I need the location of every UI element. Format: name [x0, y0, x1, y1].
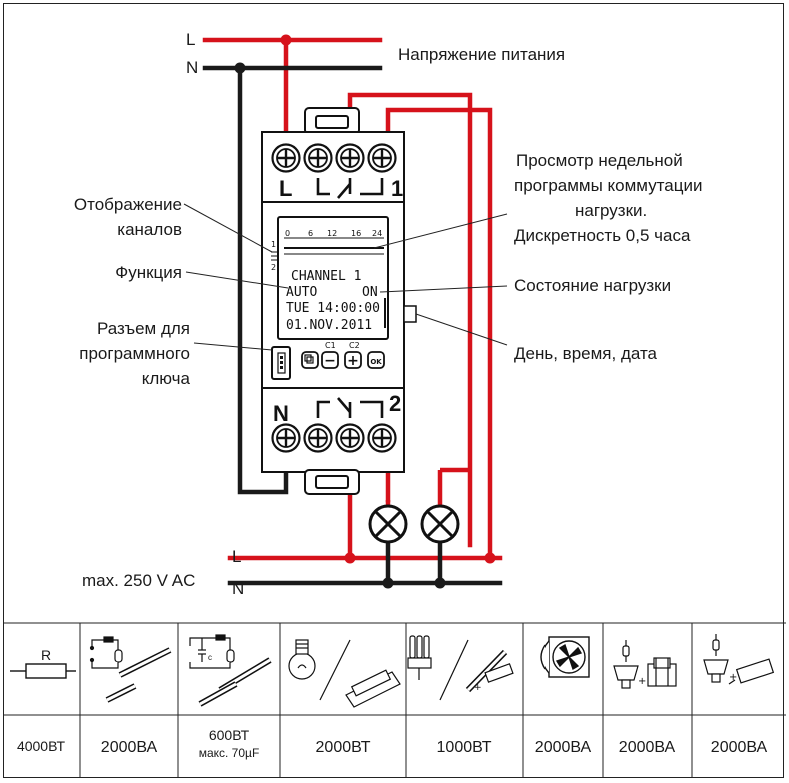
- screw-terminal-icon: [335, 143, 365, 173]
- screw-terminal-icon: [367, 143, 397, 173]
- button-c1-label: C1: [325, 341, 336, 350]
- line-n-label: N: [186, 58, 198, 77]
- side-tab: [403, 305, 417, 323]
- callout-key-socket-line2: программного: [79, 344, 190, 363]
- resistor-icon: [10, 663, 76, 679]
- relay-contact-2-icon: [316, 397, 384, 418]
- load-table: [3, 622, 786, 778]
- scale-tick-24: 24: [372, 229, 382, 238]
- terminal-label-2: 2: [389, 391, 401, 416]
- lamp-icon: [420, 504, 460, 544]
- rating-fan: 2000ВА: [535, 739, 592, 756]
- callout-day-time-date: День, время, дата: [514, 344, 658, 363]
- live-wire-sections: [385, 467, 470, 506]
- screw-terminal-icon: [271, 143, 301, 173]
- diagram-frame: [3, 3, 784, 778]
- screw-terminal-icon: [271, 423, 301, 453]
- rating-capacitance-note: макс. 70µF: [199, 746, 260, 760]
- ok-button-label: OK: [370, 358, 382, 366]
- halogen-electronic-transformer-icon: +: [703, 634, 775, 685]
- screw-terminal-icon: [335, 423, 365, 453]
- lcd-channel-line: CHANNEL 1: [291, 269, 361, 284]
- screw-terminal-icon: [303, 423, 333, 453]
- terminal-label-1: 1: [391, 176, 403, 201]
- junction-dots: [234, 34, 496, 589]
- compact-fluorescent-icon: +: [407, 635, 514, 701]
- minus-button[interactable]: −: [321, 351, 339, 369]
- relay-contact-1-icon: [316, 178, 384, 199]
- callout-channels-line1: Отображение: [74, 195, 182, 214]
- halogen-transformer-icon: +: [613, 640, 677, 689]
- button-c2-label: C2: [349, 341, 360, 350]
- line-l-label: L: [186, 30, 195, 49]
- plus-button-label: +: [347, 353, 359, 369]
- channel-mark-2: 2: [271, 263, 276, 272]
- rating-halogen-electronic: 2000ВА: [711, 739, 768, 756]
- rating-fluorescent: 2000ВА: [101, 739, 158, 756]
- callout-week-line4: Дискретность 0,5 часа: [514, 226, 691, 245]
- rating-compact-fluorescent: 1000ВТ: [437, 739, 492, 756]
- scale-tick-12: 12: [327, 229, 337, 238]
- fan-motor-icon: [540, 636, 590, 678]
- lcd-mode-text: AUTO: [286, 285, 317, 300]
- callout-key-socket-line1: Разъем для: [97, 319, 190, 338]
- incandescent-halogen-icon: [288, 639, 401, 708]
- svg-text:+: +: [638, 676, 646, 687]
- minus-button-label: −: [324, 353, 336, 369]
- ok-button[interactable]: OK: [367, 351, 385, 369]
- lcd-scale: 0 6 12 16 24: [284, 229, 384, 255]
- svg-text:+: +: [729, 672, 737, 683]
- menu-button[interactable]: [301, 351, 319, 369]
- callout-week-line3: нагрузки.: [575, 201, 647, 220]
- lcd-date-line: 01.NOV.2011: [286, 318, 372, 333]
- capacitor-label: c: [208, 653, 212, 662]
- supply-voltage-label: Напряжение питания: [398, 45, 565, 64]
- plus-button[interactable]: +: [344, 351, 362, 369]
- callout-function: Функция: [115, 263, 182, 282]
- scale-tick-6: 6: [308, 229, 313, 238]
- rating-compensated: 600ВТ: [209, 727, 250, 743]
- scale-tick-0: 0: [285, 229, 290, 238]
- lcd-load-state: ON: [362, 285, 378, 300]
- rating-resistive: 4000ВТ: [17, 738, 66, 754]
- callout-key-socket-line3: ключа: [142, 369, 191, 388]
- terminal-label-l: L: [279, 176, 292, 201]
- terminal-label-n: N: [273, 401, 289, 426]
- rating-incandescent: 2000ВТ: [316, 739, 371, 756]
- channel-marks: 1 2: [271, 240, 278, 272]
- rating-halogen-transformer: 2000ВА: [619, 739, 676, 756]
- screw-terminal-icon: [367, 423, 397, 453]
- scale-tick-16: 16: [351, 229, 361, 238]
- svg-text:+: +: [474, 683, 482, 693]
- screw-terminal-icon: [303, 143, 333, 173]
- channel-mark-1: 1: [271, 240, 276, 249]
- bottom-line-l-label: L: [232, 547, 241, 566]
- leader-lines: [183, 203, 508, 351]
- bottom-line-n-label: N: [232, 579, 244, 598]
- lcd-time-line: TUE 14:00:00: [286, 301, 380, 316]
- compensated-fluorescent-icon: [189, 634, 272, 707]
- max-voltage-label: max. 250 V AC: [82, 571, 195, 590]
- fluorescent-tube-icon: [89, 636, 172, 703]
- callout-load-state: Состояние нагрузки: [514, 276, 671, 295]
- callout-channels-line2: каналов: [117, 220, 182, 239]
- lamp-icon: [368, 504, 408, 544]
- key-socket-icon[interactable]: [271, 346, 291, 380]
- callout-week-line1: Просмотр недельной: [516, 151, 683, 170]
- resistor-label: R: [41, 647, 51, 663]
- callout-week-line2: программы коммутации: [514, 176, 702, 195]
